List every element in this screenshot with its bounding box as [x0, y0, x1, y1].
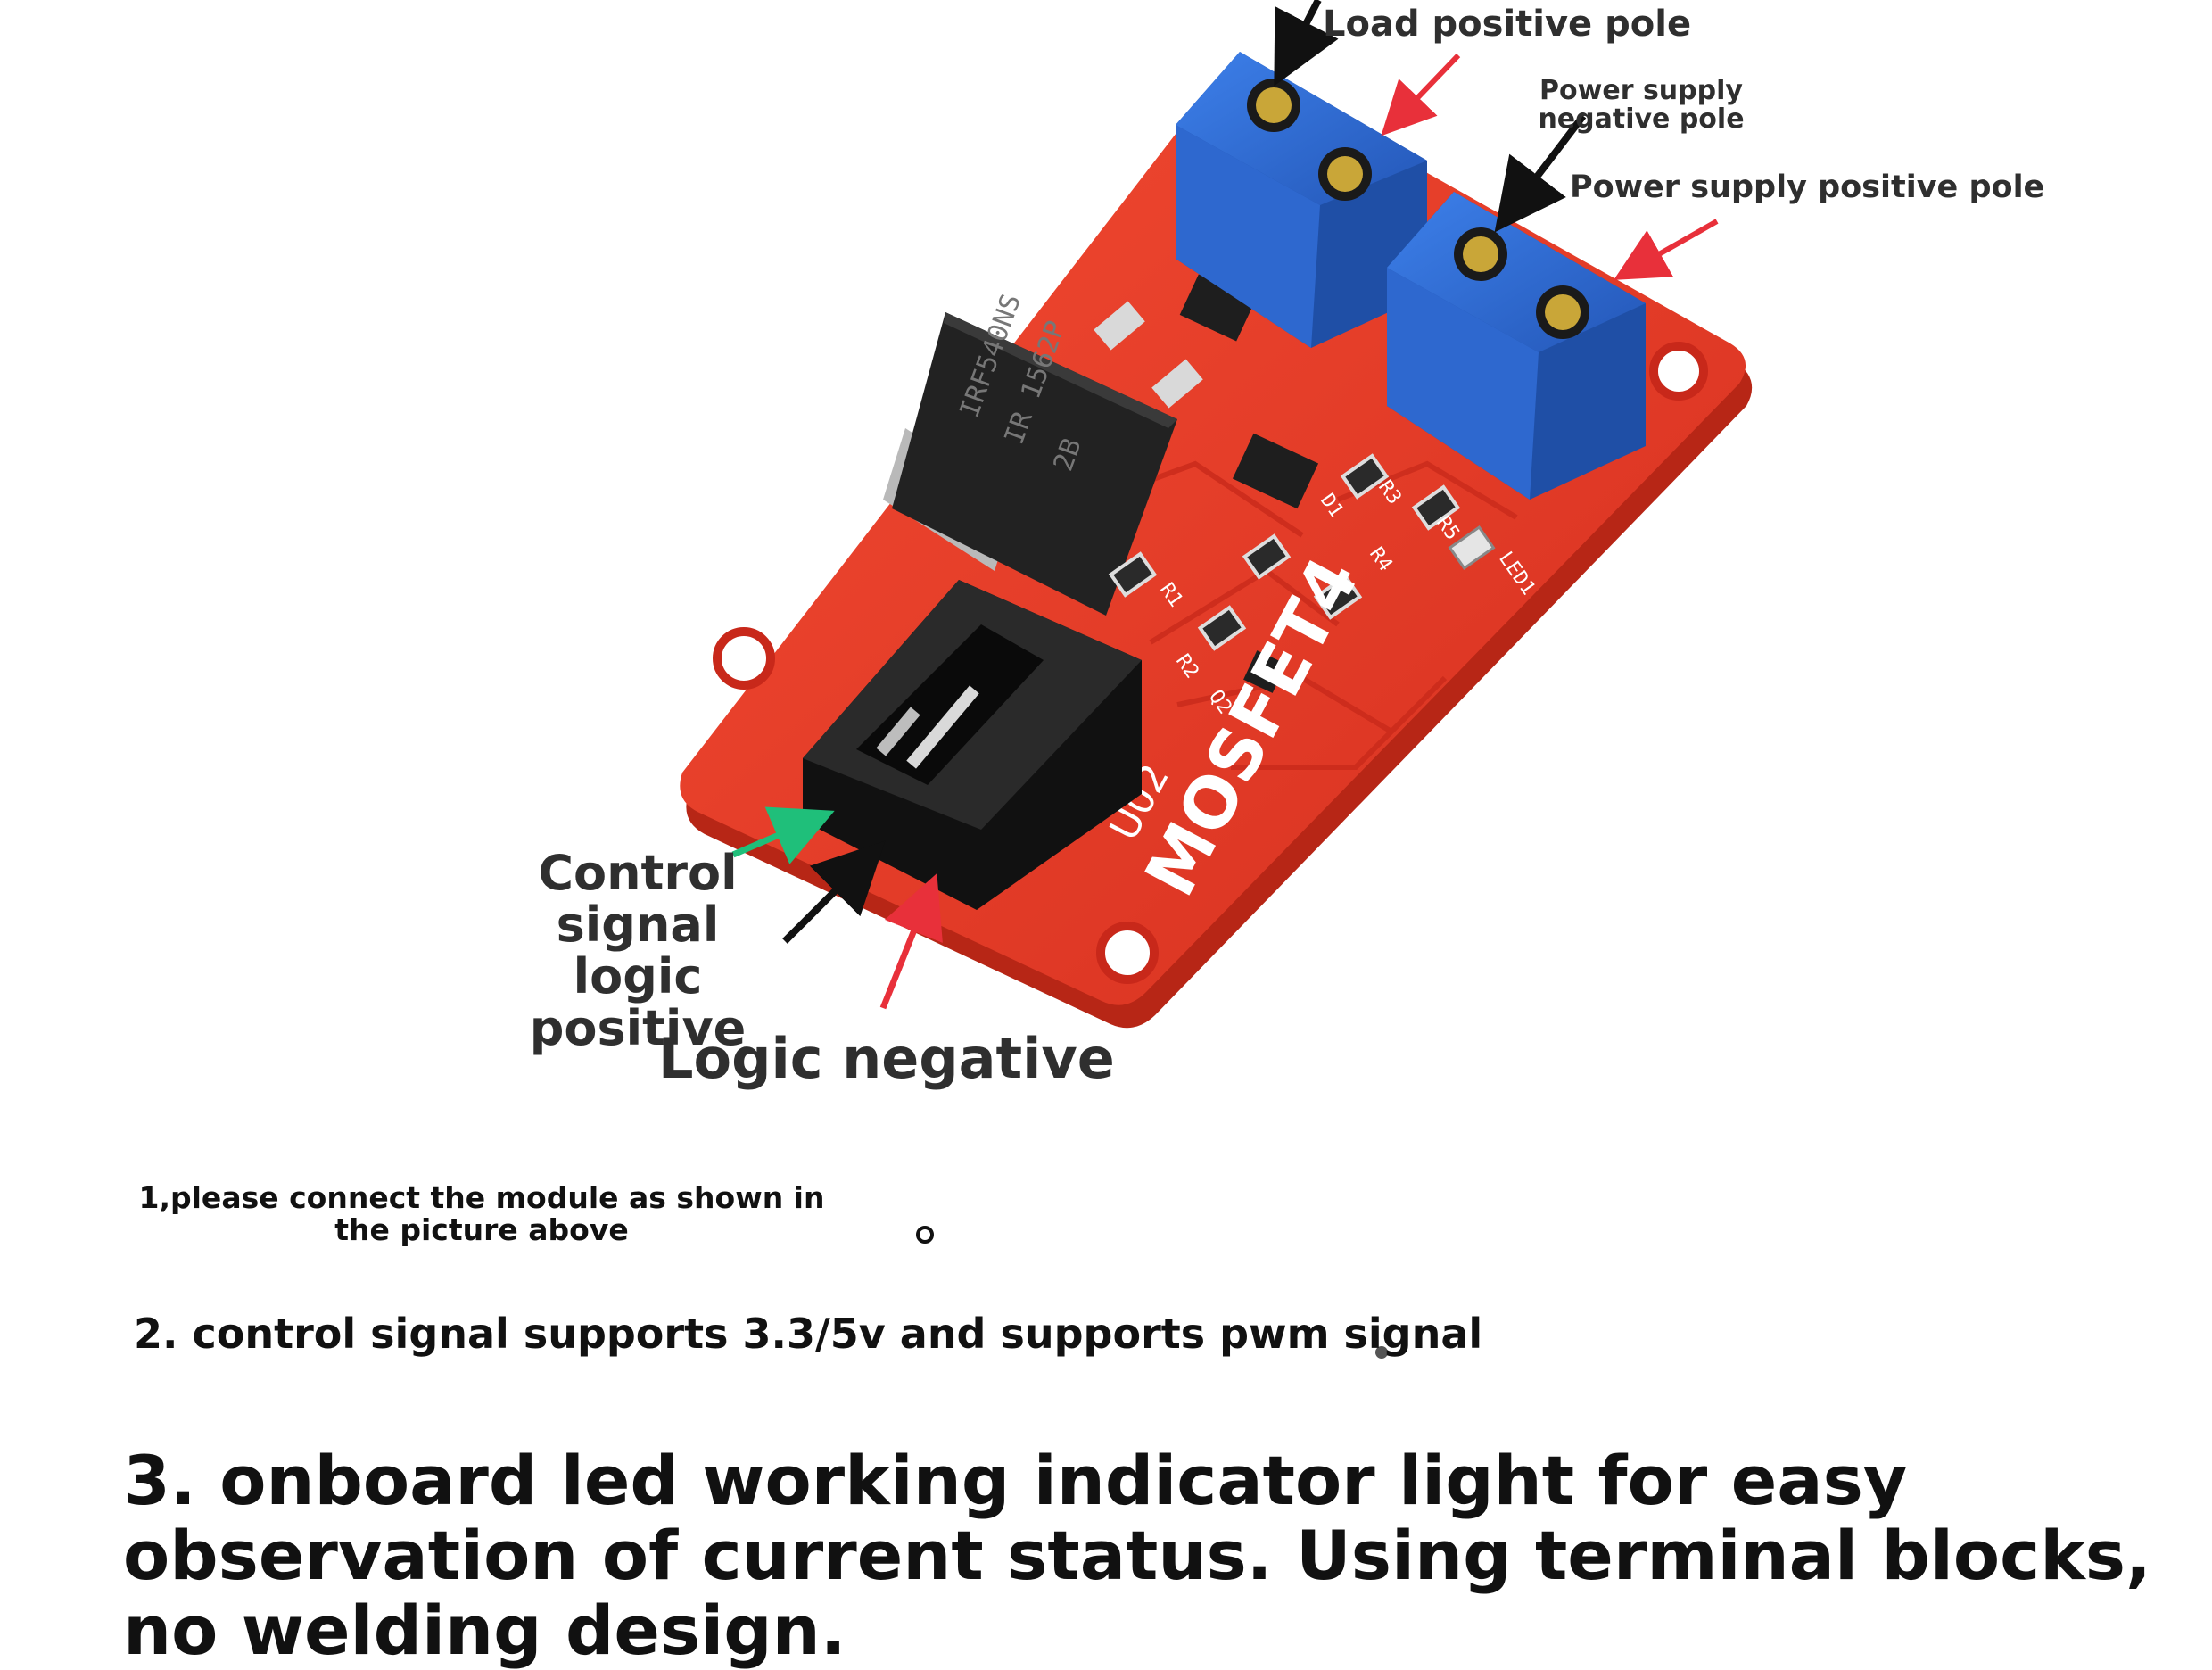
arrow-control-black	[782, 840, 886, 944]
smd-components	[1094, 274, 1496, 693]
arrow-supply-negative	[1494, 113, 1587, 233]
note-1: 1,please connect the module as shown in …	[138, 1180, 825, 1247]
note-3: 3. onboard led working indicator light f…	[123, 1441, 2151, 1670]
label-control-signal: Control signal logic positive	[529, 845, 747, 1056]
arrow-logic-negative	[879, 873, 943, 1010]
note-2: 2. control signal supports 3.3/5v and su…	[134, 1310, 1483, 1358]
label-supply-negative: Power supply negative pole	[1538, 75, 1745, 135]
arrow-load-positive	[1274, 0, 1339, 87]
arrow-control-green	[731, 806, 835, 864]
terminal-block-power	[1387, 192, 1646, 500]
mosfet-module-illustration: IRF540NS IR 1562P 2B R1 R2 R3 R4 R5 D1 Q…	[680, 0, 1753, 1359]
label-load-positive: Load positive pole	[1323, 4, 1692, 45]
terminal-block-load	[1176, 52, 1427, 348]
signal-connector	[803, 580, 1142, 910]
callout-arrows	[731, 0, 1719, 1010]
label-supply-positive: Power supply positive pole	[1570, 169, 2045, 205]
decorative-dot	[1375, 1346, 1388, 1359]
mosfet-chip: IRF540NS IR 1562P 2B	[883, 290, 1177, 616]
arrow-supply-positive	[1614, 219, 1719, 280]
label-logic-negative: Logic negative	[658, 1026, 1115, 1091]
arrow-load-negative	[1381, 53, 1461, 136]
mounting-holes	[713, 342, 1708, 984]
decorative-dot	[916, 1226, 934, 1244]
